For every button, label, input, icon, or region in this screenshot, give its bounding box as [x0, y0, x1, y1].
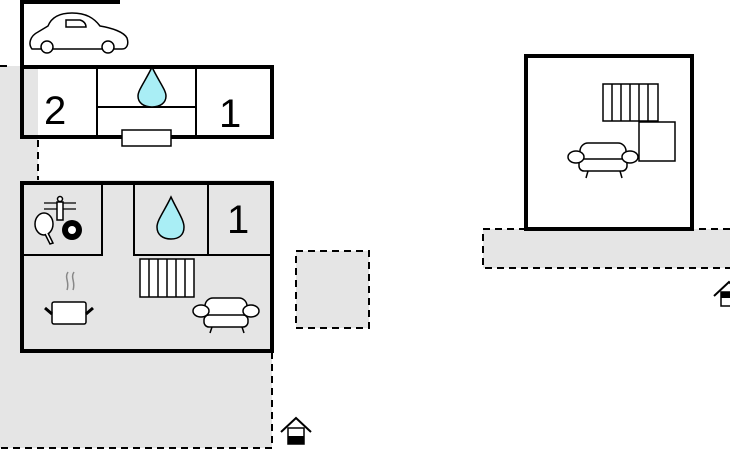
game-room-icon: [34, 195, 82, 245]
bedroom-beds-label: 1: [227, 198, 249, 242]
right-building: [524, 54, 694, 231]
water-drop-icon: [137, 65, 167, 108]
water-drop-icon: [156, 195, 185, 240]
bedroom-beds-label: 2: [44, 89, 66, 133]
lower-building: 1: [20, 181, 274, 353]
sofa-icon: [567, 142, 639, 179]
bedroom-beds-label: 1: [219, 92, 241, 136]
entrance-icon: [713, 280, 730, 307]
stairs-icon: [602, 83, 659, 122]
garage: [20, 0, 129, 66]
window-icon: [121, 129, 172, 147]
terrace-right: [482, 228, 730, 269]
kitchen-pot-icon: [44, 271, 94, 325]
cabinet-icon: [638, 121, 676, 162]
sofa-icon: [192, 297, 260, 334]
terrace-small: [295, 250, 370, 329]
entrance-icon: [280, 416, 312, 445]
stairs-icon: [139, 258, 195, 298]
car-icon: [29, 12, 129, 54]
upper-building: 2 1: [20, 65, 274, 147]
